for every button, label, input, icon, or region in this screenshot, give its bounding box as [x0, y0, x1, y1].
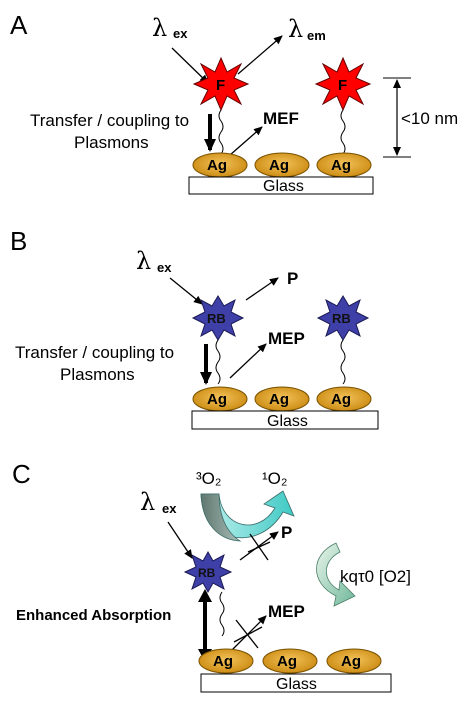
distance-label: <10 nm: [401, 109, 458, 128]
lambda-ex-subscript: ex: [157, 260, 172, 275]
ag-label: Ag: [213, 653, 233, 670]
transfer-label-line2: Plasmons: [60, 365, 135, 384]
excitation-arrow: [169, 277, 203, 305]
quenching-label: kqτ0 [O2]: [340, 567, 411, 586]
phosphorescence-arrow: [245, 277, 279, 301]
linker-right: [340, 109, 346, 155]
ag-label: Ag: [269, 157, 289, 174]
lambda-ex-subscript: ex: [162, 501, 177, 516]
panel-a: A λ ex λ em F Transfer / coupling to Pla…: [10, 10, 458, 195]
panel-c: C ³O₂ ¹O₂ λ ex RB P kqτ0 [O2] Enhanced A…: [12, 459, 411, 693]
silver-particle: Ag: [192, 152, 248, 178]
mep-arrow: [231, 615, 267, 651]
glass-slide: [188, 176, 374, 195]
rb-label: RB: [207, 311, 226, 326]
lambda-em-symbol: λ: [288, 15, 303, 43]
silver-particle: Ag: [262, 648, 318, 674]
silver-particle: Ag: [254, 152, 310, 178]
silver-particle: Ag: [326, 648, 382, 674]
excitation-arrow: [171, 47, 209, 84]
fluorophore-left: F: [192, 56, 250, 112]
quenching-arrow: [316, 542, 356, 607]
lambda-ex-symbol: λ: [140, 488, 155, 516]
rose-bengal-left: RB: [191, 295, 245, 341]
rb-label: RB: [332, 311, 351, 326]
glass-slide: [191, 410, 379, 430]
panel-b-letter: B: [10, 226, 27, 256]
linker-right: [340, 339, 346, 385]
triplet-oxygen-label: ³O₂: [196, 469, 221, 488]
linker-left: [215, 339, 221, 385]
mep-label: MEP: [268, 329, 305, 348]
rose-bengal-right: RB: [316, 295, 370, 341]
blocked-cross: [235, 619, 259, 649]
enhanced-absorption-arrow-head-top: [198, 589, 212, 602]
blocked-cross: [247, 541, 271, 553]
rose-bengal: RB: [183, 550, 233, 594]
transfer-label-line2: Plasmons: [74, 133, 149, 152]
distance-arrow-bottom: [393, 147, 401, 156]
lambda-ex-symbol: λ: [136, 247, 151, 275]
singlet-oxygen-label: ¹O₂: [262, 469, 287, 488]
p-label: P: [287, 269, 298, 288]
fluorophore-label: F: [338, 77, 347, 94]
glass-label: Glass: [276, 676, 317, 693]
panel-c-letter: C: [12, 459, 31, 489]
p-label: P: [281, 523, 292, 542]
silver-particle: Ag: [198, 648, 254, 674]
ag-label: Ag: [331, 157, 351, 174]
excitation-arrow: [167, 521, 193, 559]
panel-b: B λ ex RB P Transfer / coupling to Plasm…: [10, 226, 379, 430]
ag-label: Ag: [341, 653, 361, 670]
transfer-label-line1: Transfer / coupling to: [15, 343, 174, 362]
glass-label: Glass: [263, 178, 304, 195]
silver-particle: Ag: [192, 386, 248, 412]
mep-arrow: [229, 343, 267, 379]
rb-label: RB: [198, 566, 216, 580]
silver-particle: Ag: [316, 386, 372, 412]
mep-label: MEP: [268, 602, 305, 621]
lambda-em-subscript: em: [307, 28, 326, 43]
oxygen-conversion-arrow-tail: [200, 493, 242, 542]
lambda-ex-symbol: λ: [152, 14, 167, 42]
ag-label: Ag: [277, 653, 297, 670]
fluorophore-right: F: [314, 56, 372, 112]
silver-particle: Ag: [316, 152, 372, 178]
distance-arrow-top: [393, 79, 401, 88]
mef-arrow: [229, 126, 263, 156]
ag-label: Ag: [331, 391, 351, 408]
glass-label: Glass: [267, 413, 308, 430]
enhanced-absorption-label: Enhanced Absorption: [16, 607, 171, 624]
ag-label: Ag: [207, 391, 227, 408]
lambda-ex-subscript: ex: [173, 26, 188, 41]
emission-arrow: [237, 35, 283, 75]
fluorophore-label: F: [216, 77, 225, 94]
ag-label: Ag: [269, 391, 289, 408]
silver-particle: Ag: [254, 386, 310, 412]
transfer-label-line1: Transfer / coupling to: [30, 111, 189, 130]
linker-left: [218, 109, 224, 155]
ag-label: Ag: [207, 157, 227, 174]
mef-label: MEF: [263, 109, 299, 128]
panel-a-letter: A: [10, 10, 28, 40]
linker: [219, 591, 225, 637]
glass-slide: [200, 673, 392, 693]
blocked-cross: [233, 626, 263, 643]
